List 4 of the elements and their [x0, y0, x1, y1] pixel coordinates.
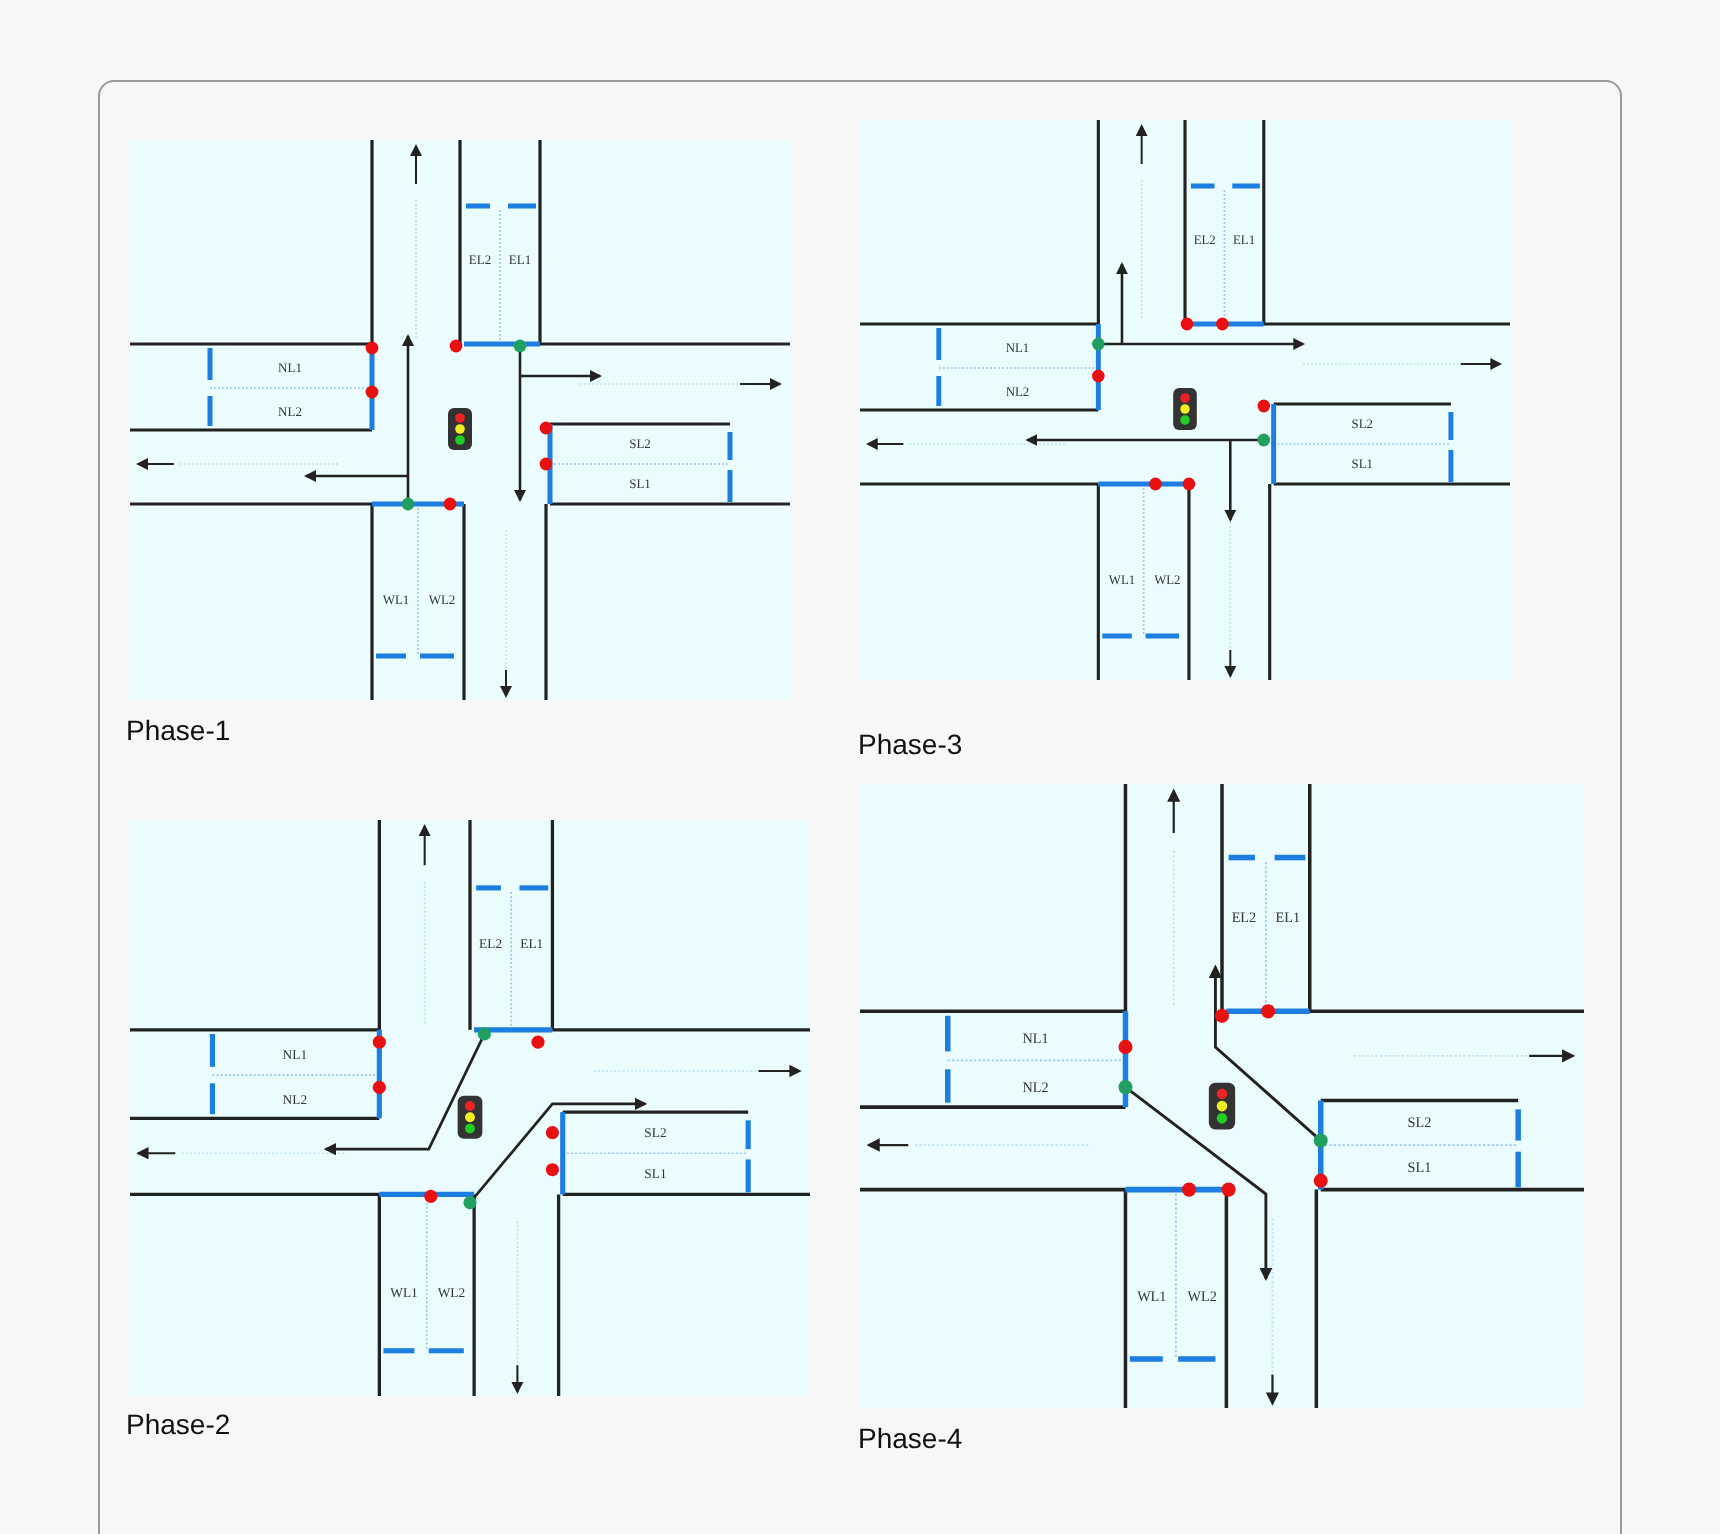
- phase-caption: Phase-1: [126, 714, 231, 746]
- phase-caption: Phase-3: [858, 728, 963, 760]
- phase-caption: Phase-4: [858, 1422, 963, 1454]
- phase-caption: Phase-2: [126, 1408, 231, 1440]
